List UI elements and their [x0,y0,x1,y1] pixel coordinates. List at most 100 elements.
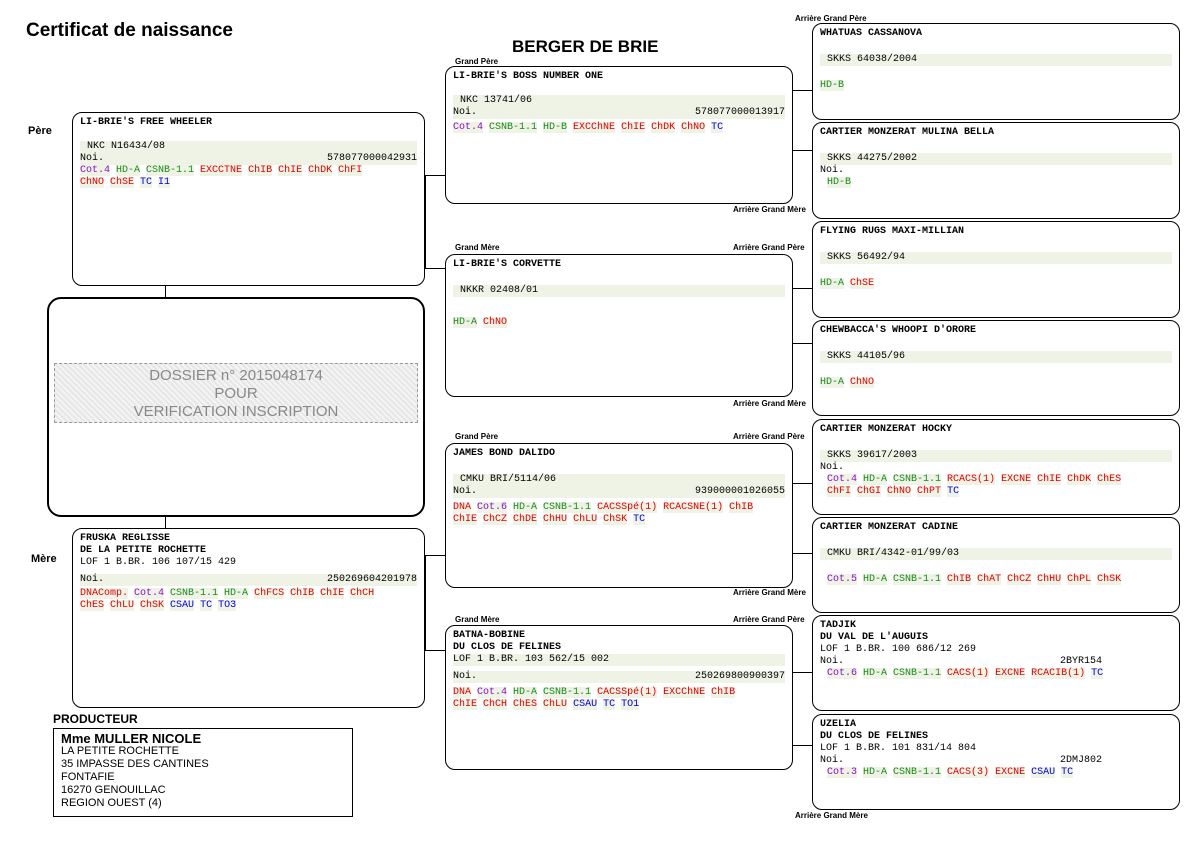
dossier-line: VERIFICATION INSCRIPTION [133,403,339,420]
dog-name: LI-BRIE'S BOSS NUMBER ONE [453,71,604,82]
test-tag: ChNO [80,177,105,188]
test-tag: CSAU [1031,767,1056,778]
grand-pere-label: Grand Père [455,57,499,66]
test-tag: DNA [453,502,472,513]
test-tag: CSAU [573,699,598,710]
agm-label: Arrière Grand Mère [733,205,806,214]
dog-chip: 939000001026055 [694,486,785,497]
dog-color: Noi. [453,486,478,497]
dog-name-affix: DU CLOS DE FELINES [453,642,562,653]
test-tag: CACSSpé(1) [597,502,658,513]
agm-label: Arrière Grand Mère [733,588,806,597]
test-tag: HD-A [863,668,888,679]
test-tag: ChLU [543,699,568,710]
test-tag: CSNB-1.1 [543,502,592,513]
mere-card: FRUSKA REGLISSE DE LA PETITE ROCHETTE LO… [72,528,425,708]
dog-registration: LOF 1 B.BR. 106 107/15 429 [80,557,237,568]
dog-registration: LOF 1 B.BR. 100 686/12 269 [820,644,977,655]
arriere-grand-pere-card: CARTIER MONZERAT HOCKY SKKS 39617/2003 N… [812,419,1180,515]
agm-label: Arrière Grand Mère [733,399,806,408]
test-tag: CSNB-1.1 [170,588,219,599]
test-tag: CSNB-1.1 [543,687,592,698]
grand-pere-card: LI-BRIE'S BOSS NUMBER ONE NKC 13741/06 N… [445,66,793,204]
dog-color-chip: Noi. 939000001026055 [453,486,785,498]
dog-registration: SKKS 39617/2003 [820,450,1172,462]
arriere-grand-pere-card: TADJIK DU VAL DE L'AUGUIS LOF 1 B.BR. 10… [812,615,1180,711]
test-tag: HD-A [224,588,249,599]
producer-address-line: LA PETITE ROCHETTE [61,745,179,757]
dog-name-affix: DU VAL DE L'AUGUIS [820,632,929,643]
test-tag: EXCNE [995,767,1026,778]
dog-name: LI-BRIE'S FREE WHEELER [80,117,213,128]
dog-color-chip: Noi.250269800900397 [453,671,785,683]
dog-name: FRUSKA REGLISSE [80,533,171,544]
dog-name: CHEWBACCA'S WHOOPI D'ORORE [820,325,977,336]
test-tag: TC [140,177,153,188]
connector-line [790,343,812,344]
test-tag: HD-B [543,122,568,133]
connector-line [790,288,812,289]
test-tag: HD-A [863,574,888,585]
dossier-stamp: DOSSIER n° 2015048174 POUR VERIFICATION … [54,363,418,423]
test-tag: EXCChNE [663,687,706,698]
test-tag: Cot.4 [453,122,484,133]
dog-name: CARTIER MONZERAT HOCKY [820,424,953,435]
test-tag: ChCH [483,699,508,710]
dog-name: CARTIER MONZERAT CADINE [820,522,959,533]
test-tag: HD-B [827,177,852,188]
grand-pere-label: Grand Père [455,432,499,441]
producer-name: Mme MULLER NICOLE [61,731,202,746]
test-tag: EXCNE [995,668,1026,679]
test-tag: HD-A [513,502,538,513]
test-tag: TC [947,486,960,497]
test-tag: TC [1091,668,1104,679]
test-tag: ChNO [681,122,706,133]
producer-box: Mme MULLER NICOLE LA PETITE ROCHETTE 35 … [53,728,353,817]
test-tag: HD-A [116,165,141,176]
test-tag: ChES [1097,474,1122,485]
test-tag: ChIB [947,574,972,585]
test-tag: RCACS(1) [947,474,996,485]
test-tag: Cot.3 [827,767,858,778]
dog-name: UZELIA [820,719,857,730]
test-tag: ChSE [850,278,875,289]
producer-heading: PRODUCTEUR [53,712,138,726]
dog-name-affix: DU CLOS DE FELINES [820,731,929,742]
test-tag: ChDK [651,122,676,133]
dog-name-affix: DE LA PETITE ROCHETTE [80,545,207,556]
test-tag: CSAU [170,600,195,611]
test-line: HD-B [820,80,1172,92]
dog-color: Noi. [80,574,105,585]
test-tag: ChIB [711,687,736,698]
dossier-line: DOSSIER n° 2015048174 [149,367,323,384]
test-tag: ChPT [917,486,942,497]
arriere-grand-mere-card: CARTIER MONZERAT MULINA BELLA SKKS 44275… [812,122,1180,219]
test-tag: HD-A [453,317,478,328]
test-tag: ChLU [573,514,598,525]
mere-label: Mère [31,553,57,565]
test-tag: ChCH [350,588,375,599]
test-tag: TC [603,699,616,710]
test-tag: DNAComp. [80,588,129,599]
connector-line [790,90,812,91]
dog-color-chip: Noi.578077000042931 [80,153,417,165]
dossier-box: DOSSIER n° 2015048174 POUR VERIFICATION … [47,297,425,517]
dog-name: LI-BRIE'S CORVETTE [453,259,562,270]
test-tag: HD-A [863,767,888,778]
